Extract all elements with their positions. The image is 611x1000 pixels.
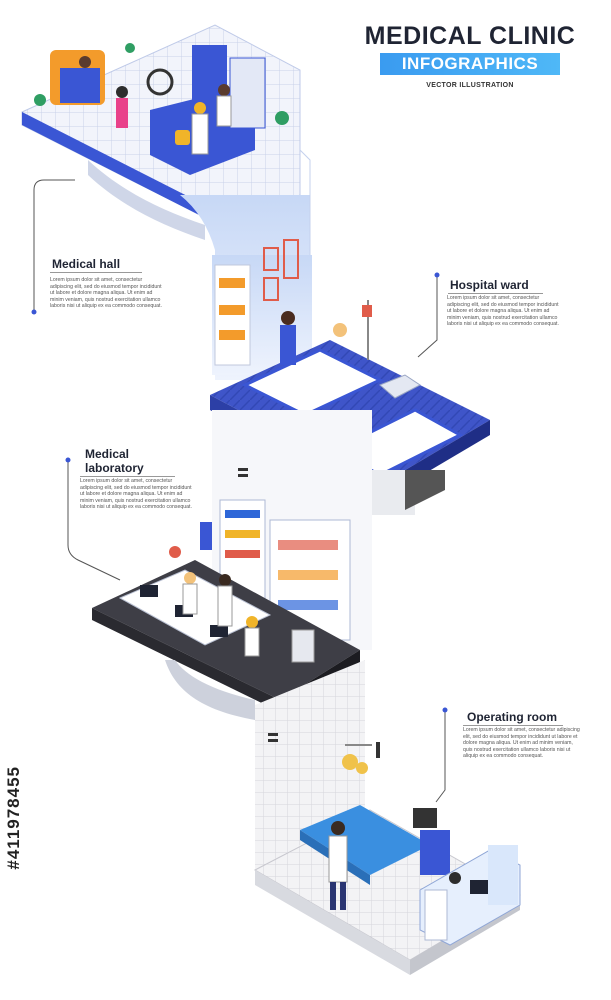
hospital-ward-label: Hospital ward	[450, 278, 529, 292]
laboratory-leader	[67, 460, 121, 581]
page-subtitle: VECTOR ILLUSTRATION	[426, 82, 514, 89]
medical-laboratory-scene	[92, 410, 372, 712]
laboratory-label-line2: laboratory	[85, 461, 144, 475]
laboratory-label-line1: Medical	[85, 447, 130, 461]
medical-hall-scene	[21, 24, 301, 240]
medical-hall-text: Lorem ipsum dolor sit amet, consectetur …	[50, 277, 162, 310]
laboratory-divider	[80, 476, 175, 477]
operating-room-leader	[435, 710, 446, 803]
hospital-ward-leader	[417, 275, 438, 358]
page-title: MEDICAL CLINIC	[364, 22, 576, 50]
header: MEDICAL CLINIC INFOGRAPHICS VECTOR ILLUS…	[345, 22, 595, 89]
operating-room-text: Lorem ipsum dolor sit amet, consectetur …	[463, 727, 580, 760]
operating-room-scene	[253, 660, 521, 975]
medical-hall-divider	[50, 272, 142, 273]
operating-room-divider	[463, 725, 563, 726]
hospital-ward-divider	[448, 293, 543, 294]
medical-hall-leader	[33, 179, 75, 312]
hospital-ward-text: Lorem ipsum dolor sit amet, consectetur …	[447, 295, 559, 328]
laboratory-text: Lorem ipsum dolor sit amet, consectetur …	[80, 478, 192, 511]
operating-room-label: Operating room	[467, 710, 558, 724]
medical-hall-label: Medical hall	[52, 257, 121, 271]
infographics-badge: INFOGRAPHICS	[379, 53, 561, 75]
stock-id-watermark: #411978455	[4, 766, 23, 870]
